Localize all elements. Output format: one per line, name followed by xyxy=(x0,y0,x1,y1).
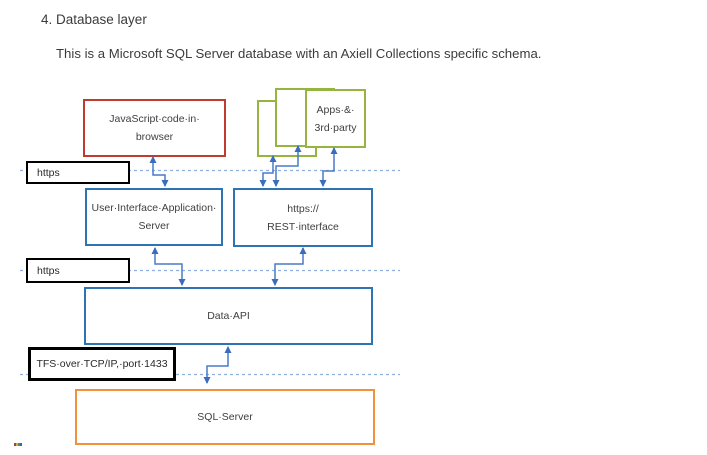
connector-ui-server-to-data-api xyxy=(151,247,186,286)
artifact-blue-pixel xyxy=(20,443,22,446)
arrowhead-down-icon xyxy=(271,279,279,286)
node-javascript-browser: JavaScript·code·in· browser xyxy=(83,99,226,157)
connector-browser-to-ui-server xyxy=(149,156,169,187)
node-rest-interface: https:// REST·interface xyxy=(233,188,373,247)
arrowhead-down-icon xyxy=(178,279,186,286)
artifact-red-pixel xyxy=(14,443,16,446)
node-apps-3rd-party: Apps·&· 3rd·party xyxy=(305,89,366,148)
node-data-api: Data·API xyxy=(84,287,373,345)
page-corner-pixel-artifact xyxy=(14,443,22,446)
node-label-line: User·Interface·Application· xyxy=(91,202,217,214)
node-label-line: Server xyxy=(138,220,170,232)
arrowhead-down-icon xyxy=(259,180,267,187)
protocol-label-text: https xyxy=(37,166,60,179)
arrowhead-up-icon xyxy=(299,247,307,254)
node-label-line: browser xyxy=(135,131,174,143)
arrowhead-up-icon xyxy=(224,346,232,353)
node-label-line: Apps·&· xyxy=(316,103,355,116)
node-sql-server: SQL·Server xyxy=(75,389,375,445)
protocol-label-text: https xyxy=(37,264,60,277)
arrowhead-down-icon xyxy=(272,180,280,187)
arrowhead-down-icon xyxy=(203,377,211,384)
section-heading: 4. Database layer xyxy=(41,12,147,27)
node-ui-application-server: User·Interface·Application· Server xyxy=(85,188,223,246)
arrowhead-up-icon xyxy=(151,247,159,254)
connector-rest-to-data-api xyxy=(271,247,307,286)
protocol-label-text: TFS·over·TCP/IP,·port·1433 xyxy=(36,358,168,370)
arrowhead-up-icon xyxy=(149,156,157,163)
connector-data-api-to-sql xyxy=(203,346,232,384)
connector-apps-front-to-rest xyxy=(319,147,338,187)
node-label-line: 3rd·party xyxy=(314,121,357,134)
protocol-label-https-middle: https xyxy=(26,258,130,283)
node-label-line: Data·API xyxy=(207,310,250,322)
protocol-label-tfs: TFS·over·TCP/IP,·port·1433 xyxy=(28,347,176,381)
arrowhead-down-icon xyxy=(319,180,327,187)
artifact-orange-pixel xyxy=(16,443,18,446)
arrowhead-up-icon xyxy=(330,147,338,154)
node-label-line: https:// xyxy=(287,202,319,215)
arrowhead-down-icon xyxy=(161,180,169,187)
connector-apps-back-to-rest xyxy=(259,155,277,187)
node-label-line: SQL·Server xyxy=(197,411,253,423)
node-label-line: JavaScript·code·in· xyxy=(109,113,200,125)
artifact-green-pixel xyxy=(18,443,20,446)
node-label-line: REST·interface xyxy=(267,220,339,233)
protocol-label-https-top: https xyxy=(26,161,130,184)
section-description: This is a Microsoft SQL Server database … xyxy=(56,46,542,61)
